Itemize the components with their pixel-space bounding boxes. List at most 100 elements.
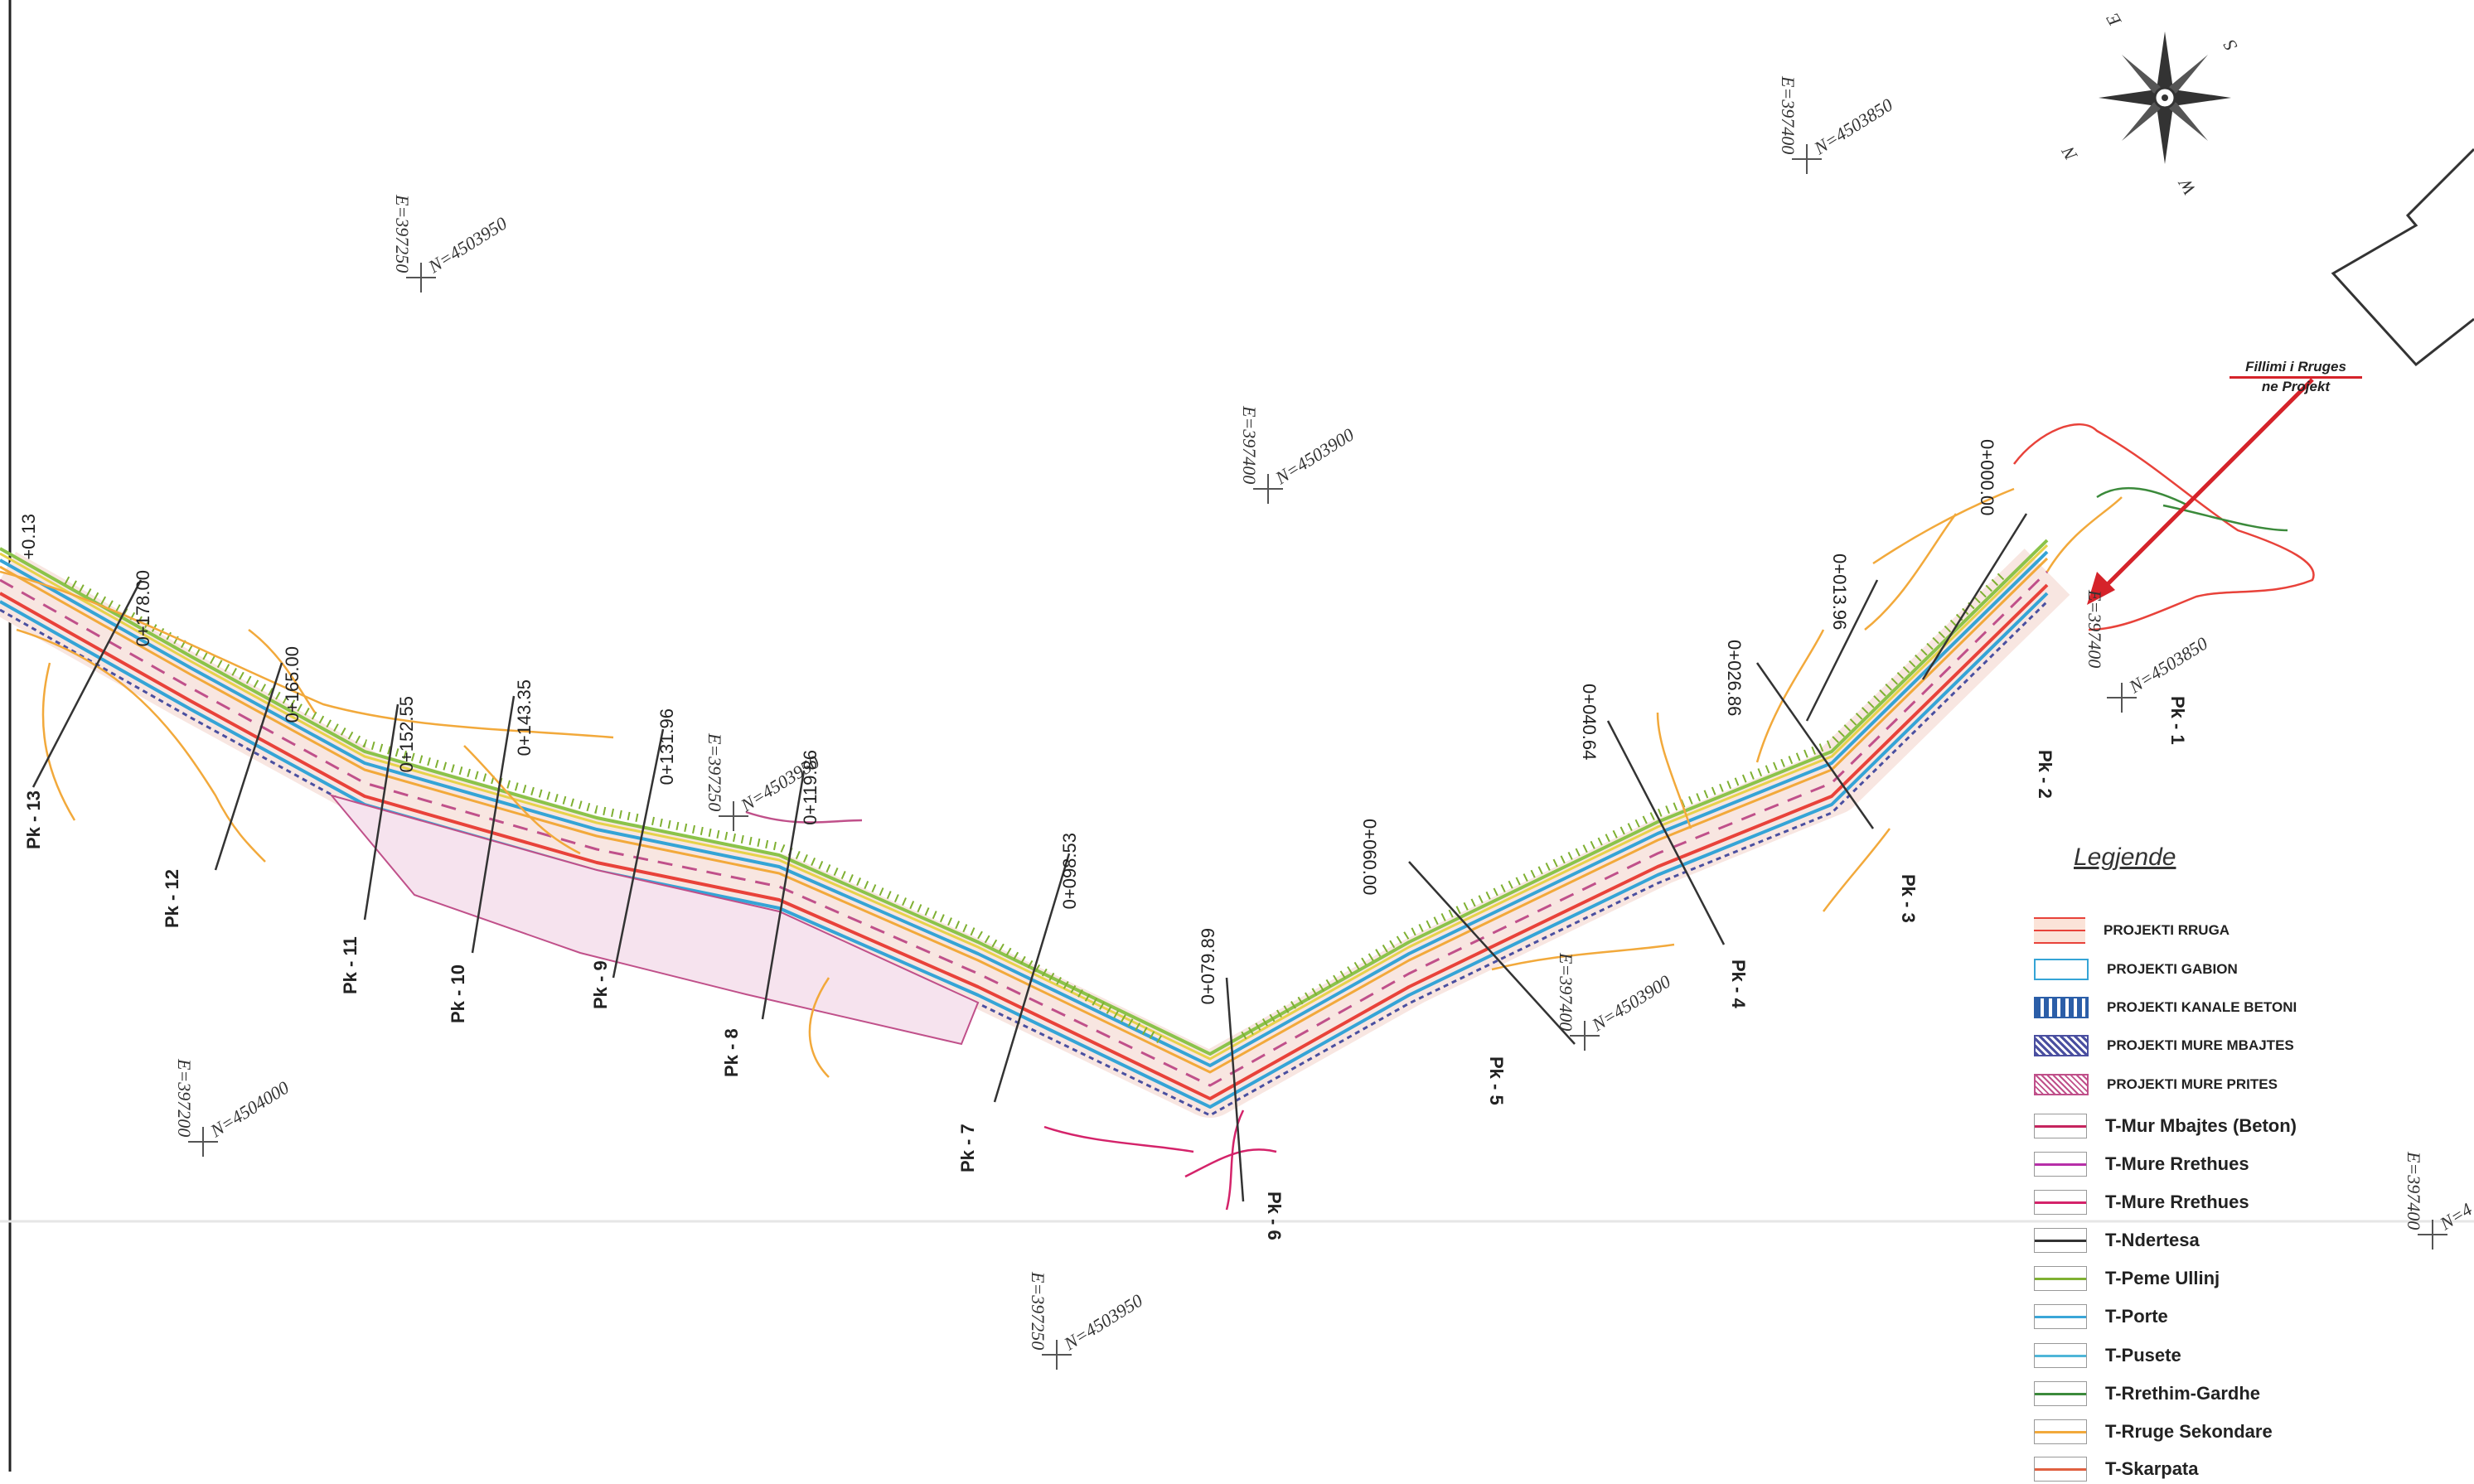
compass: N E S W bbox=[2057, 9, 2242, 199]
profile-label: Pk - 1 bbox=[2167, 696, 2188, 745]
legend-item: T-Peme Ullinj bbox=[2034, 1264, 2220, 1293]
grid-easting: E=397200 bbox=[174, 1058, 195, 1137]
legend-swatch bbox=[2034, 1074, 2089, 1095]
station-label: 0+079.89 bbox=[1198, 928, 1218, 1004]
legend-item: PROJEKTI RRUGA bbox=[2034, 916, 2230, 945]
compass-w-label: W bbox=[2174, 174, 2200, 199]
station-label: 0+060.00 bbox=[1359, 819, 1380, 895]
profile-label: Pk - 5 bbox=[1486, 1056, 1507, 1105]
station-label: 0+152.55 bbox=[396, 696, 417, 772]
compass-e-label: E bbox=[2102, 9, 2126, 30]
legend-swatch bbox=[2034, 1190, 2087, 1215]
profile-label: Pk - 8 bbox=[721, 1028, 742, 1077]
road-start-annotation: Fillimi i Rruges ne Projekt bbox=[2230, 359, 2362, 395]
legend-label: T-Peme Ullinj bbox=[2105, 1268, 2220, 1288]
profile-label: Pk - 13 bbox=[23, 790, 44, 849]
legend-item: T-Mur Mbajtes (Beton) bbox=[2034, 1111, 2297, 1141]
station-label: 0+143.35 bbox=[514, 679, 535, 756]
legend-item: T-Pusete bbox=[2034, 1341, 2181, 1370]
station-label: 0+040.64 bbox=[1579, 684, 1600, 760]
legend-swatch bbox=[2034, 1419, 2087, 1444]
profile-label: Pk - 9 bbox=[590, 960, 611, 1009]
station-label: 0+013.96 bbox=[1829, 553, 1850, 630]
building-outline bbox=[2331, 147, 2474, 367]
station-label: 0+098.53 bbox=[1059, 833, 1080, 909]
legend-swatch bbox=[2034, 917, 2085, 944]
legend-swatch bbox=[2034, 1266, 2087, 1291]
legend-label: T-Mure Rrethues bbox=[2105, 1153, 2249, 1174]
compass-n-label: N bbox=[2057, 143, 2082, 165]
profile-label: Pk - 7 bbox=[957, 1124, 978, 1172]
station-label: 0+119.86 bbox=[800, 750, 821, 825]
legend-title: Legjende bbox=[2074, 844, 2176, 871]
legend-item: T-Porte bbox=[2034, 1302, 2168, 1332]
grid-easting: E=397250 bbox=[1028, 1271, 1048, 1350]
olive-trees-band-right bbox=[1241, 568, 2009, 1040]
grid-northing: N=4503950 bbox=[1060, 1290, 1146, 1355]
annotation-arrow bbox=[2087, 378, 2314, 605]
legend-label: T-Rruge Sekondare bbox=[2105, 1421, 2273, 1442]
profile-labels: Pk - 2 Pk - 3 Pk - 4 Pk - 5 Pk - 6 Pk - … bbox=[23, 696, 2188, 1240]
legend-swatch bbox=[2034, 1152, 2087, 1177]
legend-item: T-Mure Rrethues bbox=[2034, 1187, 2249, 1217]
compass-rose-icon bbox=[2099, 31, 2231, 164]
station-labels: 0+000.00 0+013.96 0+026.86 0+040.64 0+06… bbox=[18, 439, 1997, 1004]
legend-swatch bbox=[2034, 1035, 2089, 1056]
legend-item: T-Skarpata bbox=[2034, 1454, 2199, 1484]
profile-label: Pk - 12 bbox=[162, 869, 182, 928]
station-label: 0+131.96 bbox=[656, 708, 677, 785]
grid-northing: N=4503850 bbox=[2125, 633, 2211, 698]
profile-label: Pk - 3 bbox=[1898, 874, 1919, 923]
terrain-contours bbox=[0, 423, 2315, 1211]
legend-item: T-Rrethim-Gardhe bbox=[2034, 1379, 2260, 1409]
profile-label: Pk - 2 bbox=[2035, 750, 2055, 799]
legend-swatch bbox=[2034, 1304, 2087, 1329]
profile-label: Pk - 10 bbox=[448, 964, 468, 1023]
station-label: 0+000.00 bbox=[1977, 439, 1997, 515]
grid-easting: E=397400 bbox=[1778, 75, 1799, 154]
legend-label: T-Pusete bbox=[2105, 1345, 2181, 1366]
legend-label: T-Skarpata bbox=[2105, 1458, 2199, 1479]
station-label: 0+165.00 bbox=[282, 646, 303, 723]
legend-swatch bbox=[2034, 1114, 2087, 1138]
legend-label: PROJEKTI GABION bbox=[2107, 961, 2238, 977]
grid-easting: E=397250 bbox=[704, 732, 725, 811]
grid-northing: N=4504000 bbox=[206, 1077, 293, 1142]
legend-label: T-Rrethim-Gardhe bbox=[2105, 1383, 2261, 1404]
grid-easting: E=397400 bbox=[1556, 952, 1576, 1031]
grid-northing: N=4503950 bbox=[424, 213, 511, 278]
legend-label: T-Porte bbox=[2105, 1306, 2168, 1327]
legend-item: PROJEKTI MURE PRITES bbox=[2034, 1070, 2278, 1100]
profile-label: Pk - 11 bbox=[340, 936, 361, 994]
legend-swatch bbox=[2034, 1228, 2087, 1253]
grid-easting: E=397400 bbox=[2404, 1151, 2424, 1230]
legend-label: PROJEKTI MURE PRITES bbox=[2107, 1076, 2278, 1092]
annotation-line2: ne Projekt bbox=[2261, 379, 2331, 394]
legend-swatch bbox=[2034, 1381, 2087, 1406]
compass-s-label: S bbox=[2219, 36, 2241, 55]
legend-label: PROJEKTI KANALE BETONI bbox=[2107, 999, 2297, 1015]
station-label: +0.13 bbox=[18, 514, 39, 560]
legend-swatch bbox=[2034, 1457, 2087, 1482]
station-label: 0+178.00 bbox=[133, 570, 153, 646]
profile-label: Pk - 6 bbox=[1264, 1192, 1285, 1240]
grid-easting: E=397400 bbox=[2084, 589, 2105, 668]
legend-label: PROJEKTI RRUGA bbox=[2104, 922, 2230, 938]
legend-item: T-Mure Rrethues bbox=[2034, 1149, 2249, 1179]
legend-label: T-Ndertesa bbox=[2105, 1230, 2200, 1250]
legend-swatch bbox=[2034, 959, 2089, 980]
grid-northing: N=4 bbox=[2436, 1199, 2474, 1235]
grid-northing: N=4503850 bbox=[1810, 94, 1896, 159]
legend-swatch bbox=[2034, 1343, 2087, 1368]
grid-easting: E=397250 bbox=[392, 194, 413, 273]
legend-label: T-Mure Rrethues bbox=[2105, 1192, 2249, 1212]
station-label: 0+026.86 bbox=[1724, 640, 1745, 716]
legend-item: T-Rruge Sekondare bbox=[2034, 1417, 2273, 1447]
legend-item: PROJEKTI KANALE BETONI bbox=[2034, 993, 2297, 1022]
olive-trees-band bbox=[64, 576, 1163, 1044]
retaining-wall-hatch bbox=[329, 794, 980, 1046]
legend-item: PROJEKTI GABION bbox=[2034, 955, 2238, 984]
grid-northing: N=4503900 bbox=[1271, 424, 1358, 489]
legend-item: PROJEKTI MURE MBAJTES bbox=[2034, 1031, 2294, 1061]
